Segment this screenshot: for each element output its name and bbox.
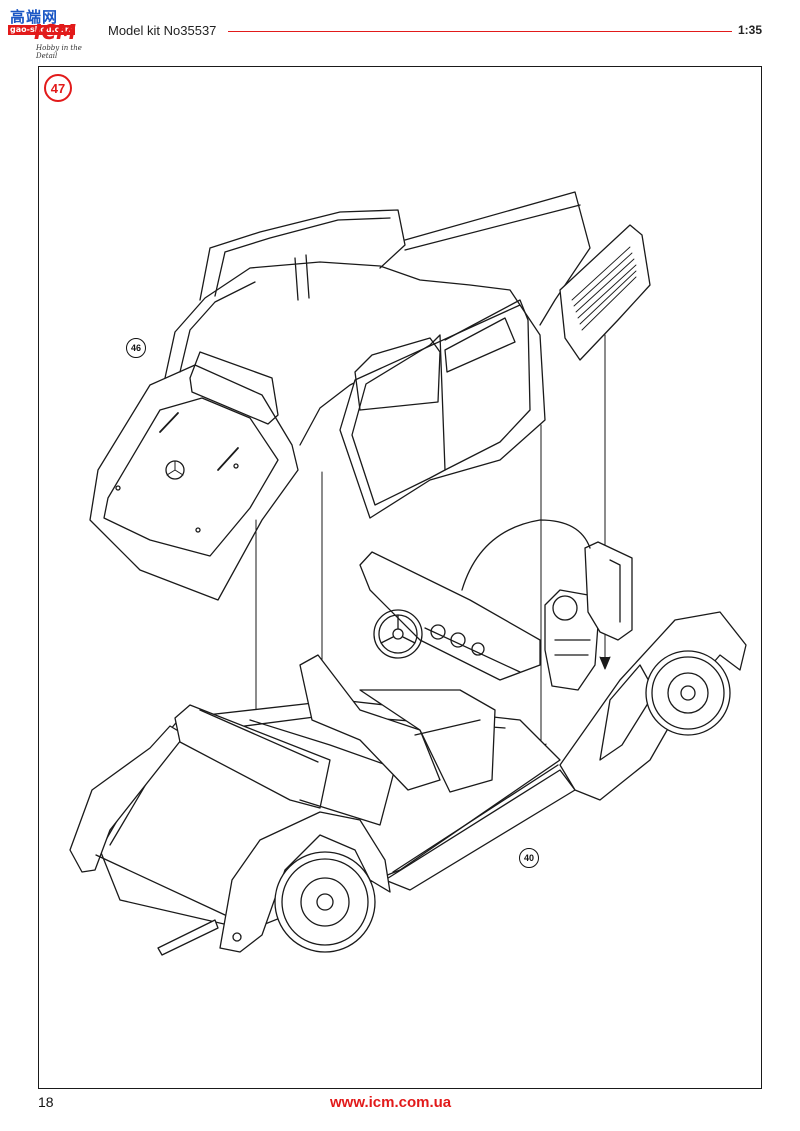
page-number: 18: [38, 1094, 54, 1110]
website-link[interactable]: www.icm.com.ua: [330, 1094, 452, 1111]
logo-site-text: gao-shou.com: [8, 25, 76, 35]
brand-logo[interactable]: 高端网 gao-shou.com ICM Hobby in the Detail: [8, 6, 100, 60]
header-divider: [228, 31, 732, 32]
step-number-badge: 47: [44, 74, 72, 102]
logo-tagline: Hobby in the Detail: [36, 44, 82, 60]
kit-title: Model kit No35537: [108, 23, 217, 38]
logo-chinese-text: 高端网: [10, 8, 59, 26]
logo-brand-text: ICM: [34, 20, 77, 44]
scale-label: 1:35: [738, 23, 763, 37]
step-reference-callout: 40: [519, 848, 539, 868]
step-reference-callout: 46: [126, 338, 146, 358]
assembly-drawing: [69, 191, 747, 956]
page-header: 高端网 gao-shou.com ICM Hobby in the Detail…: [0, 0, 800, 60]
instruction-frame: [38, 66, 762, 1089]
lower-chassis: [69, 519, 747, 956]
upper-body-shell: [89, 191, 651, 601]
